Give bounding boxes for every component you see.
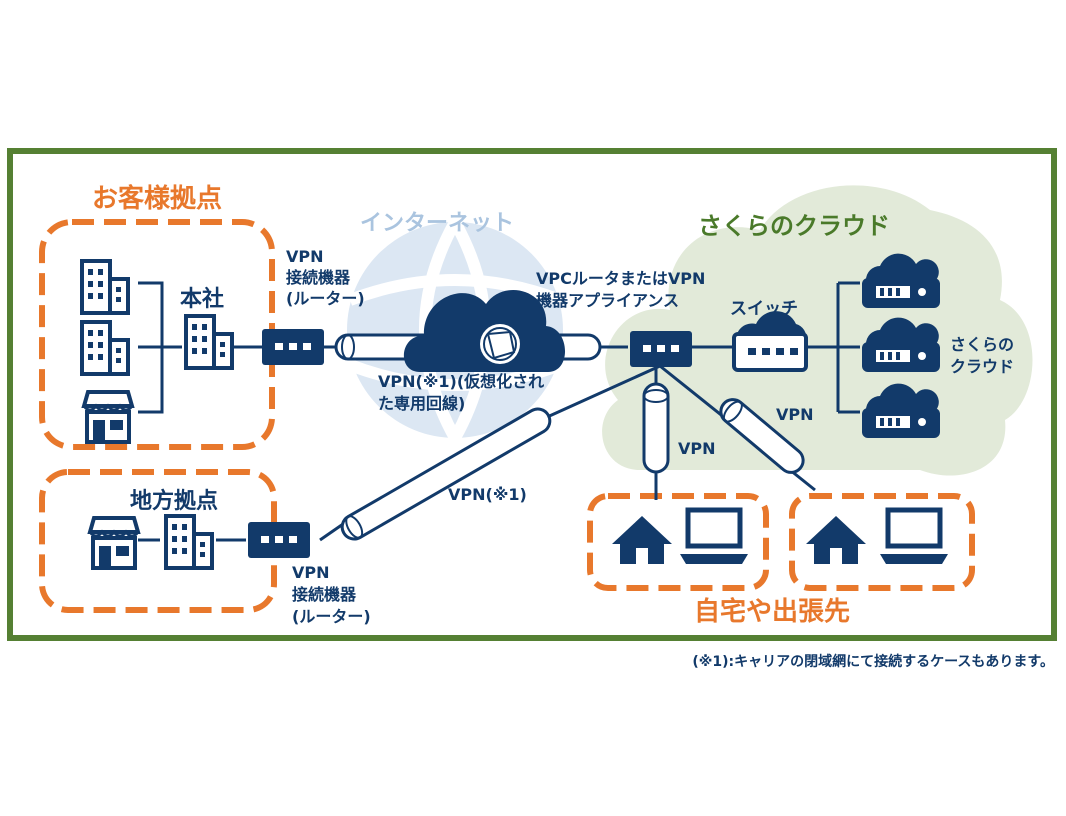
shop-icon xyxy=(82,390,134,444)
home-box-2 xyxy=(789,493,975,591)
vpc-router-icon xyxy=(630,331,692,367)
vpc-router-label-2: 機器アプライアンス xyxy=(536,291,679,310)
internet-label: インターネット xyxy=(360,211,514,236)
internet-cloud-icon xyxy=(403,290,566,372)
switch-label: スイッチ xyxy=(730,299,798,319)
customer-sites-label: お客様拠点 xyxy=(92,183,222,214)
vpn-device-bottom-label-3: (ルーター) xyxy=(292,607,371,626)
switch-icon xyxy=(732,311,808,372)
vpn-note-label: VPN(※1) xyxy=(448,485,527,504)
vpn-device-top-label-1: VPN xyxy=(286,247,324,266)
headquarters-label: 本社 xyxy=(180,286,224,312)
regional-router-icon xyxy=(248,522,310,558)
vpc-router-label-1: VPCルータまたはVPN xyxy=(536,269,705,288)
vpn-virtual-label-2: た専用回線) xyxy=(378,394,465,413)
laptop-icon xyxy=(680,510,748,564)
vpn-device-top-label-2: 接続機器 xyxy=(286,268,351,287)
vpn-device-bottom-label-2: 接続機器 xyxy=(292,585,357,604)
vpn-device-top-label-3: (ルーター) xyxy=(286,289,365,308)
vpn-label-diagonal: VPN xyxy=(776,405,814,424)
shop-icon xyxy=(88,516,140,570)
vpn-tunnel-bottom xyxy=(340,407,552,541)
vpn-label-vertical: VPN xyxy=(678,439,716,458)
sakura-cloud-side-label-2: クラウド xyxy=(950,357,1014,376)
laptop-icon xyxy=(880,510,948,564)
router-icon xyxy=(262,329,324,365)
footnote: (※1):キャリアの閉域網にて接続するケースもあります。 xyxy=(692,653,1054,670)
regional-sites-label: 地方拠点 xyxy=(130,488,218,514)
sakura-cloud-title: さくらのクラウド xyxy=(698,212,890,240)
sakura-cloud-side-label-1: さくらの xyxy=(950,335,1014,354)
home-box-1 xyxy=(587,493,769,591)
home-travel-label: 自宅や出張先 xyxy=(694,596,850,627)
vpn-device-bottom-label-1: VPN xyxy=(292,563,330,582)
vpn-virtual-label-1: VPN(※1)(仮想化され xyxy=(378,372,544,391)
vpn-tunnel-diagonal xyxy=(719,398,805,474)
vpn-tunnel-vertical xyxy=(642,382,670,474)
